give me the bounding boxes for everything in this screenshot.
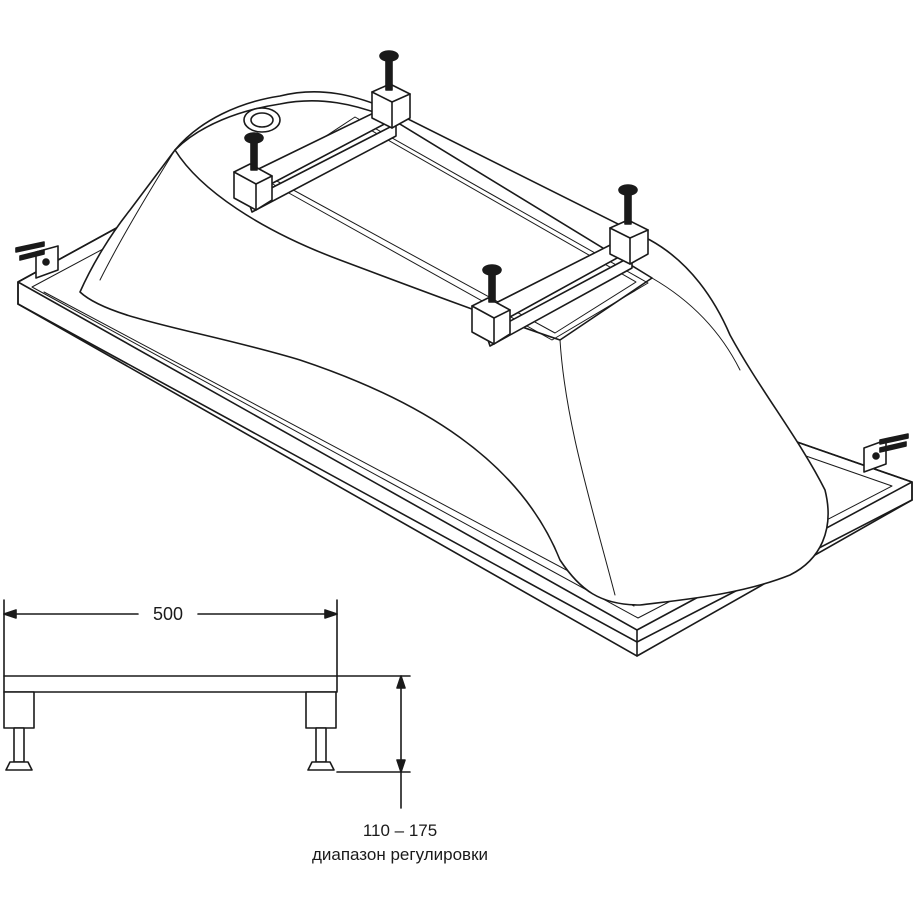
wall-hook-right xyxy=(863,433,909,473)
height-range-label: 110 – 175 xyxy=(362,821,438,840)
wall-hook-left xyxy=(15,241,59,279)
height-range-caption: диапазон регулировки xyxy=(311,845,489,864)
frame-side-view xyxy=(3,599,411,809)
frame-width-dimension: 500 xyxy=(153,604,183,624)
support-frame-bracket-2 xyxy=(471,184,649,347)
support-frame-bracket-1 xyxy=(233,50,411,213)
